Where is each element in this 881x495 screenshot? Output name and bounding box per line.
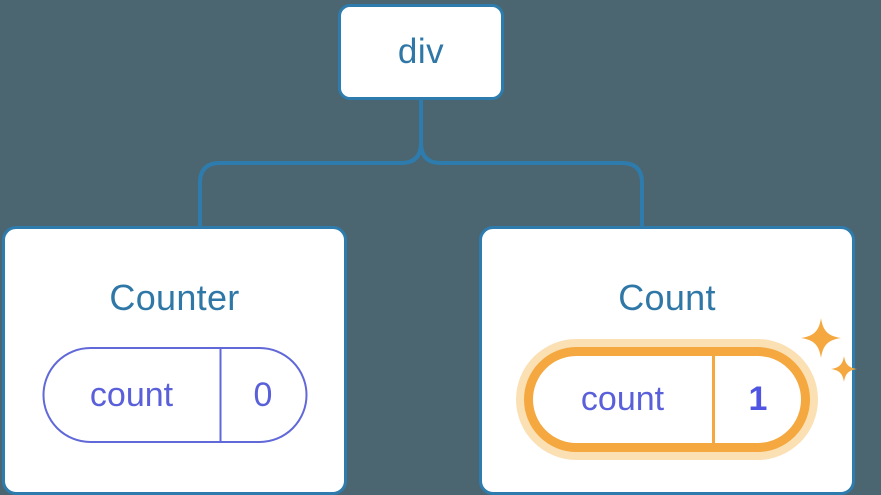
state-pill-counter[interactable]: count 0: [42, 347, 307, 443]
component-title-count: Count: [618, 277, 716, 318]
component-title-counter: Counter: [109, 277, 240, 318]
component-card-counter[interactable]: Counter count 0: [2, 226, 347, 495]
state-pill-wrapper-count: count 1: [524, 347, 810, 452]
node-div[interactable]: div: [338, 4, 504, 100]
component-card-count[interactable]: Count count 1: [479, 226, 855, 495]
connector-path: [198, 98, 644, 228]
state-key-counter: count: [89, 375, 174, 414]
state-pill-count[interactable]: count 1: [524, 347, 810, 452]
node-div-label: div: [397, 32, 445, 71]
state-value-count: 1: [712, 356, 801, 443]
state-pill-wrapper-counter: count 0: [42, 347, 307, 443]
state-value-counter: 0: [219, 349, 305, 441]
state-key-count: count: [580, 380, 665, 418]
